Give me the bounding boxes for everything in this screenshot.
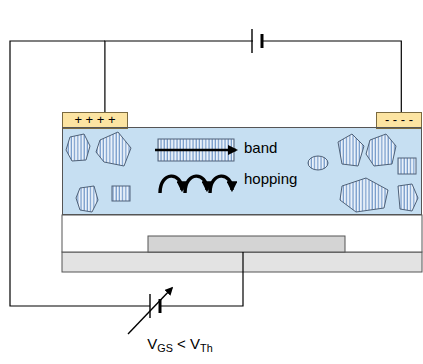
hopping-label: hopping — [244, 171, 297, 188]
gate-voltage-label: VGS < VTh — [105, 335, 255, 352]
band-label: band — [244, 140, 277, 157]
semiconductor-fill — [62, 127, 422, 215]
grain — [76, 186, 98, 212]
hopping-arrows — [160, 176, 232, 193]
gate-electrode — [148, 236, 345, 252]
wire — [10, 41, 150, 306]
grain — [96, 132, 131, 166]
grain — [366, 134, 396, 166]
grain — [112, 186, 130, 201]
grain — [66, 134, 90, 161]
charge-signs: + + + + — [74, 113, 115, 127]
charge-signs: - - - - — [385, 113, 413, 127]
grain — [398, 184, 418, 211]
variable-voltage-source — [128, 288, 172, 334]
grain — [308, 156, 328, 170]
dielectric — [62, 215, 422, 252]
substrate — [62, 252, 422, 272]
grain — [340, 178, 388, 212]
grain — [398, 158, 416, 174]
semiconductor-layer: band hopping — [62, 127, 422, 215]
battery-symbol — [252, 29, 262, 53]
grains — [66, 132, 418, 212]
subscript: Th — [200, 342, 213, 354]
circuit-wire — [105, 41, 401, 112]
wire — [160, 252, 243, 306]
band-arrow — [155, 149, 236, 152]
grain — [338, 134, 364, 166]
subscript: GS — [157, 342, 173, 354]
